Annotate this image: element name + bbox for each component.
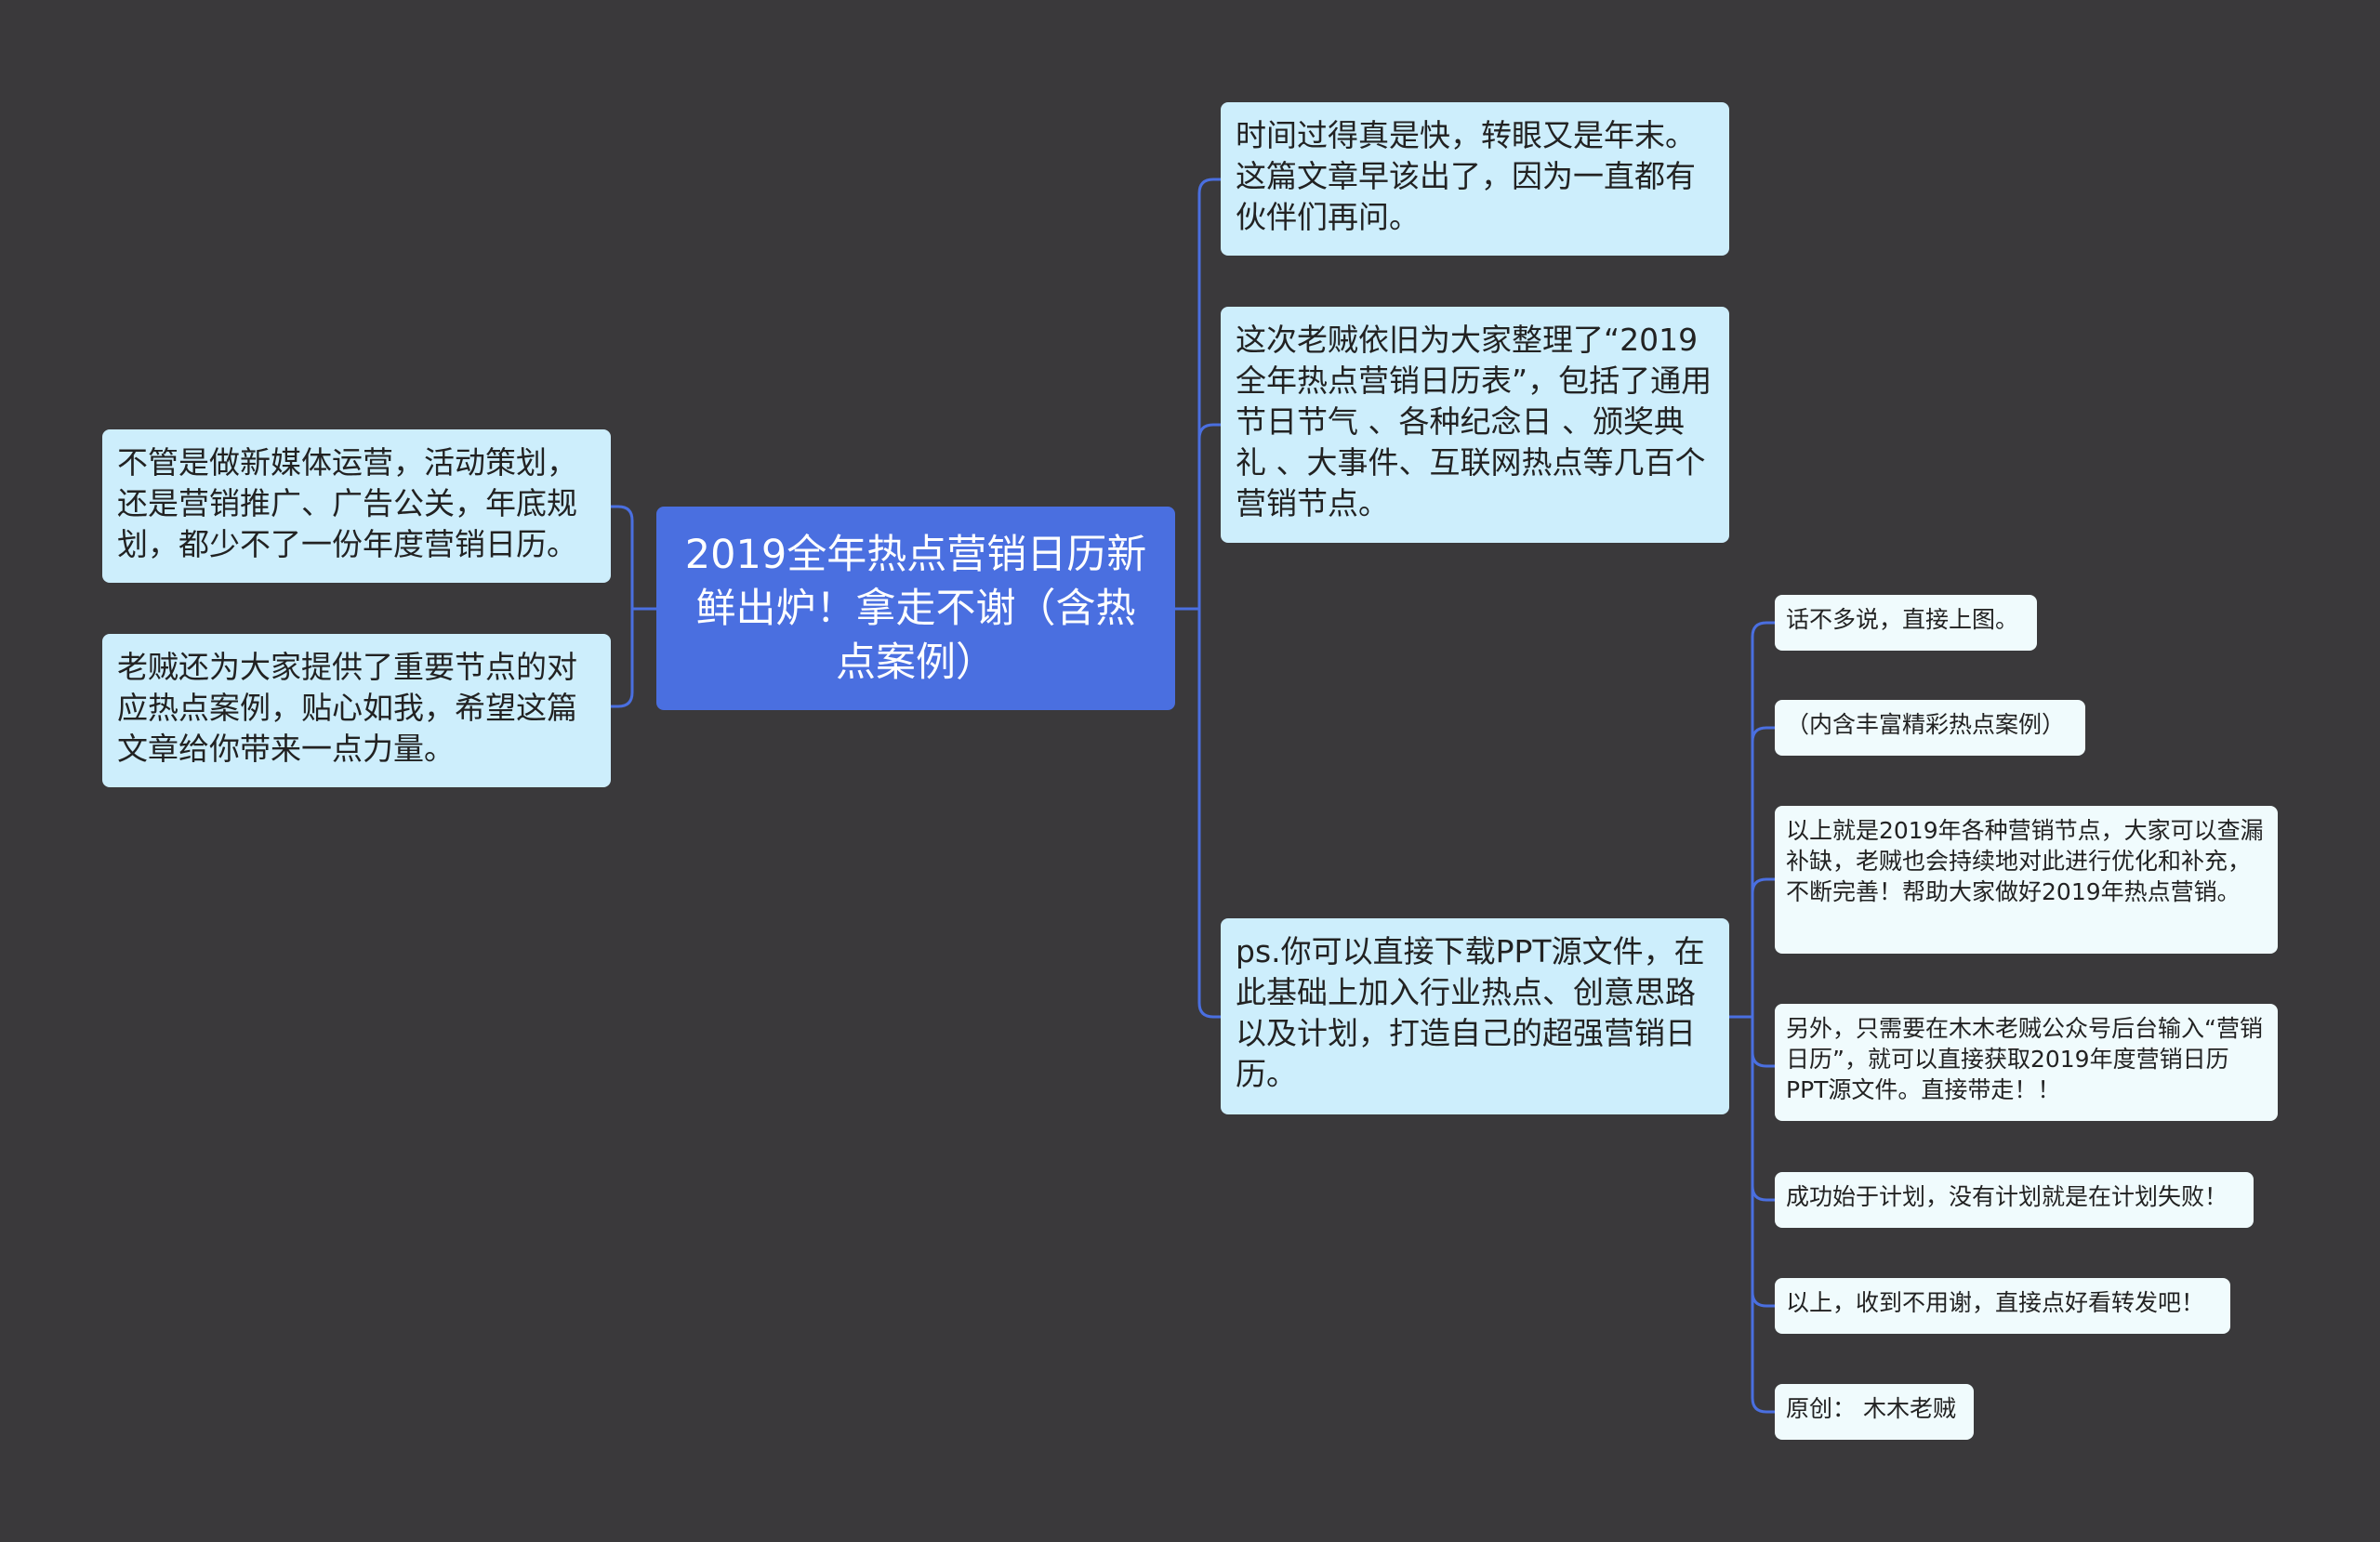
left-branch-text-2: 老贼还为大家提供了重要节点的对应热点案例，贴心如我，希望这篇文章给你带来一点力量… <box>117 649 577 767</box>
sub-branch-node-4[interactable]: 另外，只需要在木木老贼公众号后台输入“营销日历”，就可以直接获取2019年度营销… <box>1775 1004 2278 1121</box>
connector-sub-4 <box>1751 1017 1775 1068</box>
sub-branch-text-2: （内含丰富精彩热点案例） <box>1786 711 2066 738</box>
connector-left-1 <box>611 505 634 609</box>
sub-branch-node-7[interactable]: 原创： 木木老贼 <box>1775 1384 1974 1440</box>
left-branch-node-1[interactable]: 不管是做新媒体运营，活动策划，还是营销推广、广告公关，年底规划，都少不了一份年度… <box>102 429 611 583</box>
sub-branch-node-1[interactable]: 话不多说，直接上图。 <box>1775 595 2037 651</box>
right-branch-text-1: 时间过得真是快，转眼又是年末。这篇文章早该出了，因为一直都有伙伴们再问。 <box>1236 117 1696 235</box>
sub-branch-text-4: 另外，只需要在木木老贼公众号后台输入“营销日历”，就可以直接获取2019年度营销… <box>1786 1015 2263 1103</box>
sub-branch-text-5: 成功始于计划，没有计划就是在计划失败！ <box>1786 1183 2228 1210</box>
connector-left-2 <box>611 609 634 708</box>
sub-branch-text-1: 话不多说，直接上图。 <box>1786 606 2019 633</box>
left-branch-node-2[interactable]: 老贼还为大家提供了重要节点的对应热点案例，贴心如我，希望这篇文章给你带来一点力量… <box>102 634 611 787</box>
sub-branch-text-7: 原创： 木木老贼 <box>1786 1395 1956 1422</box>
central-topic-text: 2019全年热点营销日历新鲜出炉！拿走不谢（含热点案例） <box>684 531 1147 686</box>
sub-branch-text-3: 以上就是2019年各种营销节点，大家可以查漏补缺，老贼也会持续地对此进行优化和补… <box>1786 817 2264 905</box>
central-topic[interactable]: 2019全年热点营销日历新鲜出炉！拿走不谢（含热点案例） <box>656 507 1175 710</box>
connector-sub-3 <box>1751 877 1775 1017</box>
sub-branch-node-6[interactable]: 以上，收到不用谢，直接点好看转发吧！ <box>1775 1278 2230 1334</box>
sub-branch-node-3[interactable]: 以上就是2019年各种营销节点，大家可以查漏补缺，老贼也会持续地对此进行优化和补… <box>1775 806 2278 954</box>
connector-right-1 <box>1197 178 1221 609</box>
right-branch-text-3: ps.你可以直接下载PPT源文件，在此基础上加入行业热点、创意思路以及计划，打造… <box>1236 933 1705 1092</box>
connector-sub-7 <box>1751 1017 1775 1414</box>
sub-branch-text-6: 以上，收到不用谢，直接点好看转发吧！ <box>1786 1289 2205 1316</box>
right-branch-text-2: 这次老贼依旧为大家整理了“2019全年热点营销日历表”，包括了通用节日节气 、各… <box>1236 322 1712 521</box>
connector-right-3 <box>1197 609 1221 1019</box>
connector-sub-1 <box>1751 621 1775 1017</box>
connector-sub-5 <box>1751 1017 1775 1202</box>
left-branch-text-1: 不管是做新媒体运营，活动策划，还是营销推广、广告公关，年底规划，都少不了一份年度… <box>117 444 577 562</box>
right-branch-node-1[interactable]: 时间过得真是快，转眼又是年末。这篇文章早该出了，因为一直都有伙伴们再问。 <box>1221 102 1729 256</box>
sub-branch-node-2[interactable]: （内含丰富精彩热点案例） <box>1775 700 2085 756</box>
sub-branch-node-5[interactable]: 成功始于计划，没有计划就是在计划失败！ <box>1775 1172 2254 1228</box>
right-branch-node-2[interactable]: 这次老贼依旧为大家整理了“2019全年热点营销日历表”，包括了通用节日节气 、各… <box>1221 307 1729 543</box>
connector-right-2 <box>1197 423 1221 609</box>
right-branch-node-3[interactable]: ps.你可以直接下载PPT源文件，在此基础上加入行业热点、创意思路以及计划，打造… <box>1221 918 1729 1114</box>
connector-sub-2 <box>1751 726 1775 1017</box>
